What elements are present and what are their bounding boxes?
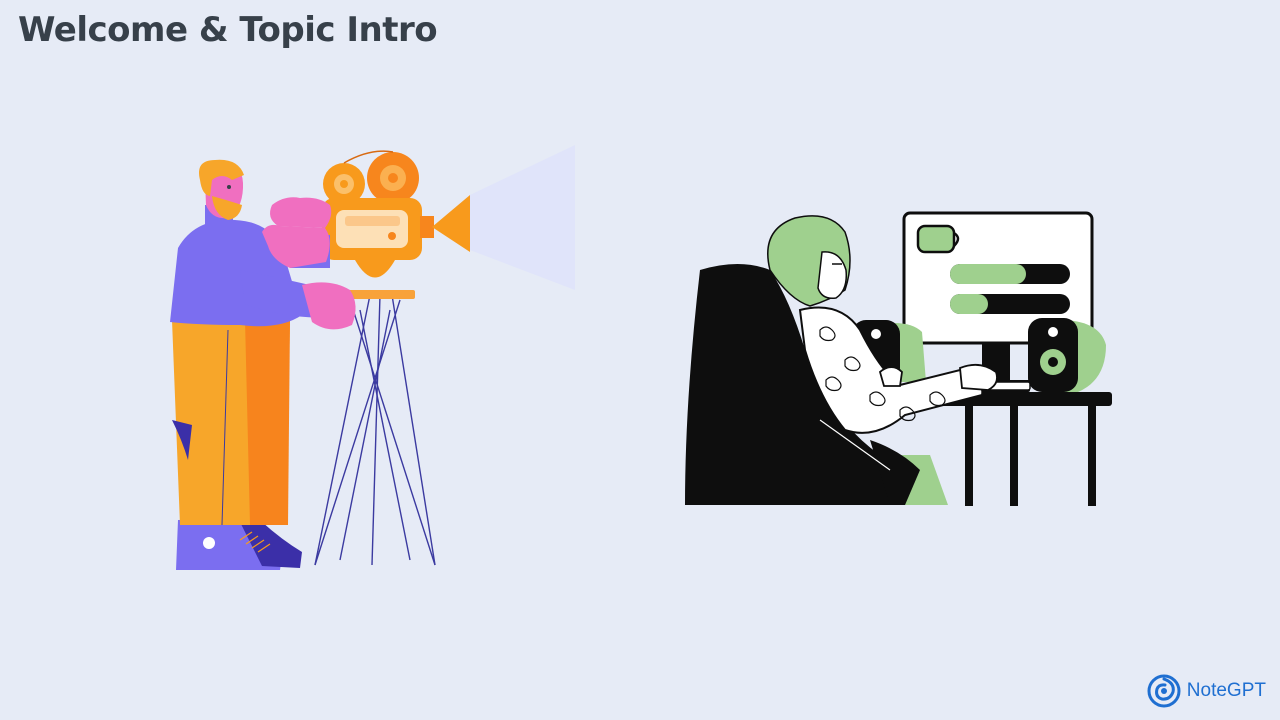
notegpt-logo-icon xyxy=(1147,674,1181,708)
videographer-illustration xyxy=(170,145,575,570)
brand: NoteGPT xyxy=(1147,674,1266,708)
tripod xyxy=(314,294,436,566)
computer-user-illustration xyxy=(685,211,1112,506)
slide-title: Welcome & Topic Intro xyxy=(18,10,438,50)
camera-light-beam xyxy=(470,145,575,290)
brand-name: NoteGPT xyxy=(1186,680,1266,701)
